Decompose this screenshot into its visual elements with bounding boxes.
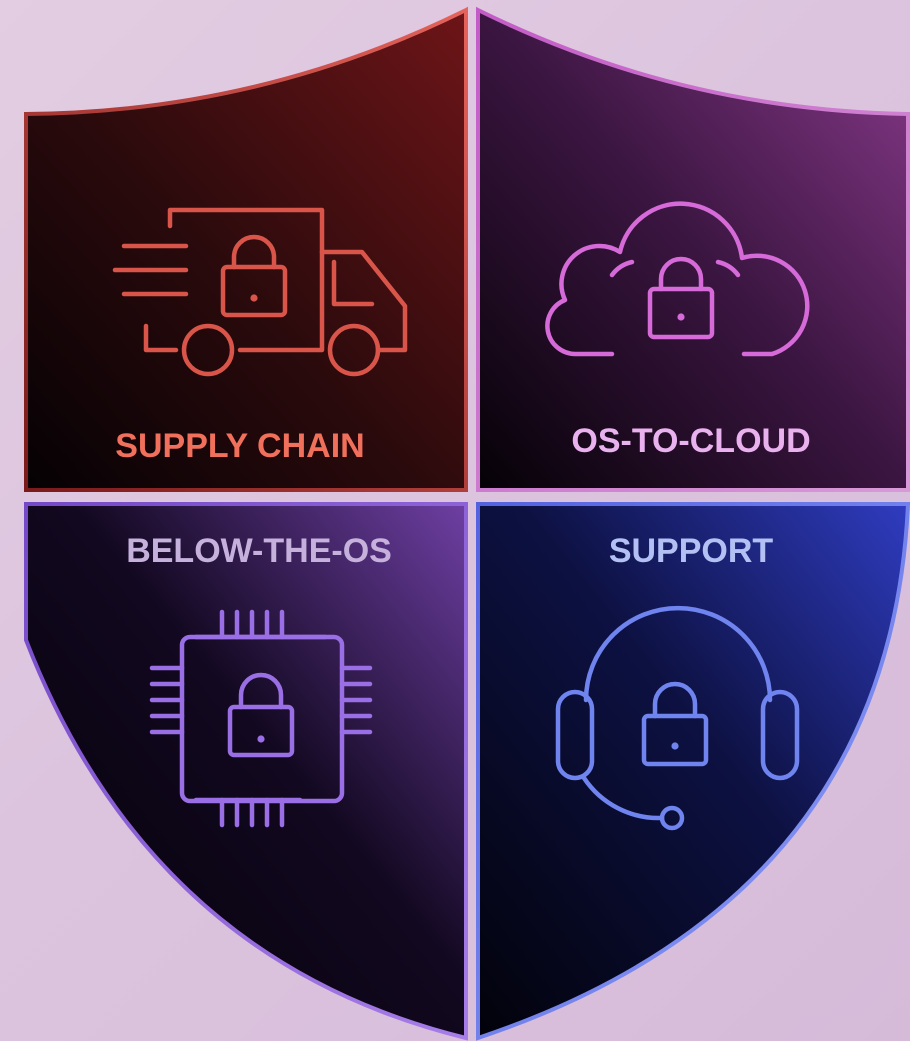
cloud-lock-icon <box>545 201 810 357</box>
headset-lock-icon <box>555 605 800 831</box>
truck-lock-icon <box>112 207 408 377</box>
quadrant-support: SUPPORT <box>476 502 910 1041</box>
quadrant-supply-chain: SUPPLY CHAIN <box>24 6 468 492</box>
quadrant-supply-chain-panel <box>24 6 468 492</box>
quadrant-below-the-os-panel <box>24 502 468 1041</box>
quadrant-support-panel <box>476 502 910 1041</box>
quadrant-os-to-cloud-label: OS-TO-CLOUD <box>571 422 810 460</box>
quadrant-below-the-os: BELOW-THE-OS <box>24 502 468 1041</box>
quadrant-support-label: SUPPORT <box>609 532 774 570</box>
quadrant-supply-chain-label: SUPPLY CHAIN <box>115 427 364 465</box>
quadrant-os-to-cloud-panel <box>476 6 910 492</box>
chip-lock-icon <box>149 609 373 828</box>
quadrant-os-to-cloud: OS-TO-CLOUD <box>476 6 910 492</box>
quadrant-below-the-os-label: BELOW-THE-OS <box>126 532 392 570</box>
